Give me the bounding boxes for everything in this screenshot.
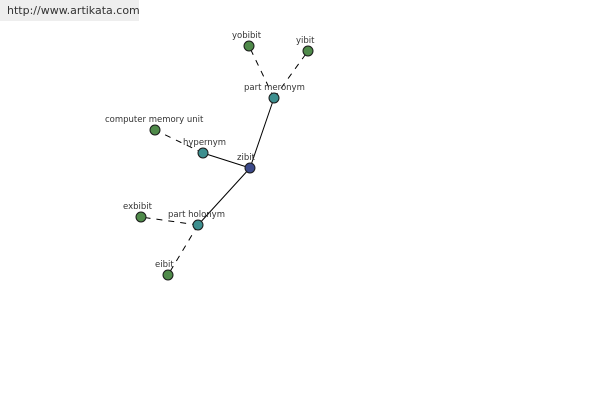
- relation-label-part-meronym[interactable]: part meronym: [244, 83, 305, 93]
- term-label-yibit[interactable]: yibit: [296, 36, 315, 46]
- term-label-exbibit[interactable]: exbibit: [123, 202, 153, 212]
- edge-part-holonym: [197, 167, 251, 226]
- edges-layer: [140, 45, 309, 276]
- term-label-yobibit[interactable]: yobibit: [232, 31, 262, 41]
- edge-computer-memory-unit: [154, 129, 204, 154]
- term-node-yobibit[interactable]: [243, 40, 255, 52]
- relation-node-part-meronym[interactable]: [268, 92, 280, 104]
- nodes-layer: [135, 40, 314, 281]
- center-node[interactable]: [244, 162, 256, 174]
- center-label[interactable]: zibit: [237, 153, 256, 163]
- edge-hypernym: [202, 152, 251, 169]
- term-node-computer-memory-unit[interactable]: [149, 124, 161, 136]
- edge-exbibit: [140, 216, 199, 226]
- term-node-exbibit[interactable]: [135, 211, 147, 223]
- edge-yobibit: [248, 45, 275, 99]
- relation-label-hypernym[interactable]: hypernym: [183, 138, 226, 148]
- term-label-computer-memory-unit[interactable]: computer memory unit: [105, 115, 204, 125]
- labels-layer: zibit part meronym yobibit yibit hypernym com…: [105, 31, 315, 270]
- source-url[interactable]: http://www.artikata.com: [0, 0, 140, 21]
- edge-eibit: [167, 224, 199, 276]
- term-node-yibit[interactable]: [302, 45, 314, 57]
- edge-part-meronym: [249, 97, 275, 169]
- relation-label-part-holonym[interactable]: part holonym: [168, 210, 225, 220]
- edge-yibit: [273, 50, 309, 99]
- relation-node-hypernym[interactable]: [197, 147, 209, 159]
- term-label-eibit[interactable]: eibit: [155, 260, 174, 270]
- relation-node-part-holonym[interactable]: [192, 219, 204, 231]
- term-node-eibit[interactable]: [162, 269, 174, 281]
